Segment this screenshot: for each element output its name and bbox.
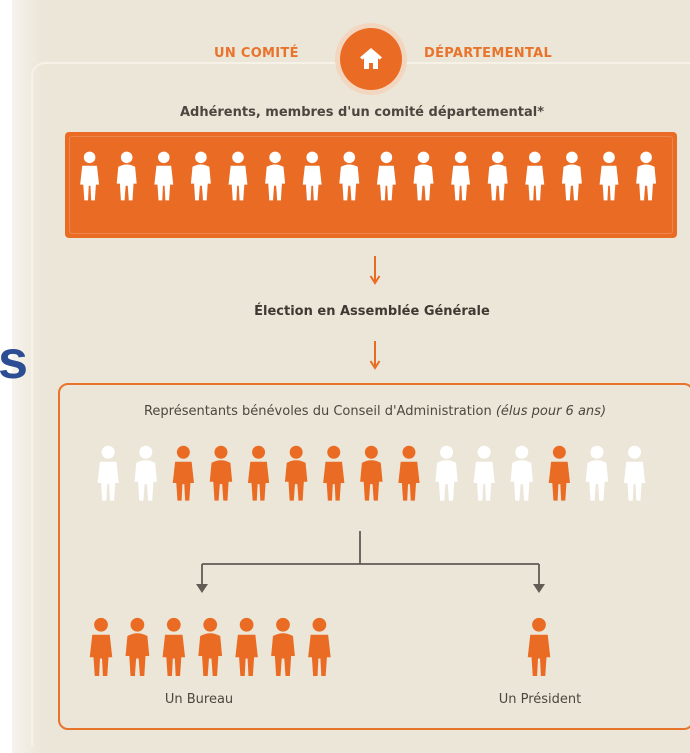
member-figure-icon <box>116 151 137 201</box>
bureau-label: Un Bureau <box>164 692 234 707</box>
board-figure-icon <box>585 445 609 501</box>
members-figures <box>80 151 657 201</box>
bureau-figure-icon <box>125 617 150 676</box>
down-arrow-icon <box>369 341 381 370</box>
infographic-panel: UN COMITÉ DÉPARTEMENTAL Adhérents, membr… <box>12 0 690 753</box>
board-caption: Représentants bénévoles du Conseil d'Adm… <box>66 404 684 419</box>
board-figures <box>97 445 646 501</box>
bureau-figure-icon <box>271 617 295 676</box>
board-caption-italic: (élus pour 6 ans) <box>495 404 607 419</box>
elected-figure-icon <box>247 445 270 501</box>
board-caption-main: Représentants bénévoles du Conseil d'Adm… <box>143 404 496 419</box>
board-figure-icon <box>97 445 119 501</box>
member-figure-icon <box>636 151 657 201</box>
member-figure-icon <box>451 151 471 201</box>
member-figure-icon <box>487 151 508 201</box>
elected-figure-icon <box>548 445 570 501</box>
member-figure-icon <box>265 151 286 201</box>
elected-figure-icon <box>360 445 383 501</box>
board-figure-icon <box>435 445 458 501</box>
member-figure-icon <box>376 151 396 201</box>
home-badge <box>340 28 402 90</box>
elected-figure-icon <box>284 445 308 501</box>
member-figure-icon <box>80 151 100 201</box>
board-figure-icon <box>473 445 495 501</box>
elected-figure-icon <box>209 445 233 501</box>
member-figure-icon <box>302 151 322 201</box>
member-figure-icon <box>190 151 211 201</box>
president-label: Un Président <box>498 692 582 707</box>
bureau-figure-icon <box>162 617 186 676</box>
member-figure-icon <box>154 151 174 201</box>
election-label: Élection en Assemblée Générale <box>254 304 490 319</box>
header-right-title: DÉPARTEMENTAL <box>424 46 553 61</box>
member-figure-icon <box>525 151 545 201</box>
cutoff-letter: s <box>0 330 29 390</box>
section-header: UN COMITÉ DÉPARTEMENTAL <box>172 28 592 92</box>
president-figure-icon <box>527 617 551 676</box>
down-arrow-icon <box>369 256 381 285</box>
bureau-figures <box>89 617 331 676</box>
home-icon <box>360 48 382 69</box>
bureau-figure-icon <box>198 617 223 676</box>
board-figure-icon <box>134 445 157 501</box>
member-figure-icon <box>413 151 434 201</box>
board-frame <box>58 383 690 730</box>
header-left-title: UN COMITÉ <box>214 46 299 61</box>
bureau-figure-icon <box>308 617 331 676</box>
member-figure-icon <box>599 151 619 201</box>
bureau-figure-icon <box>89 617 113 676</box>
president-figures <box>527 617 551 676</box>
member-figure-icon <box>228 151 248 201</box>
elected-figure-icon <box>172 445 194 501</box>
members-caption: Adhérents, membres d'un comité départeme… <box>179 105 545 120</box>
elected-figure-icon <box>323 445 345 501</box>
board-figure-icon <box>623 445 646 501</box>
bureau-figure-icon <box>235 617 258 676</box>
member-figure-icon <box>339 151 360 201</box>
board-figure-icon <box>510 445 533 501</box>
member-figure-icon <box>561 151 582 201</box>
elected-figure-icon <box>398 445 420 501</box>
